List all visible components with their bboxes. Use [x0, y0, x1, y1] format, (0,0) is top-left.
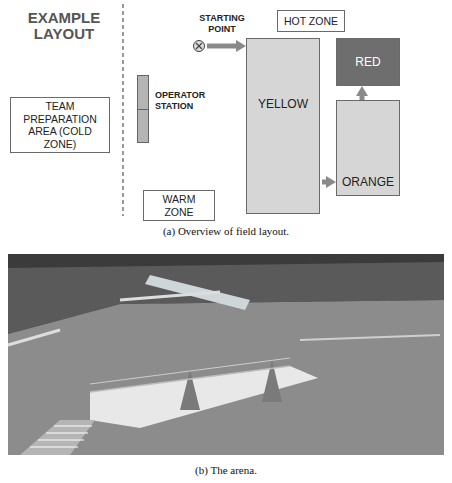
photo-line: [8, 330, 60, 345]
caption-holder: (a) Overview of field layout.: [0, 225, 452, 237]
label-holder: OPERATOR STATION: [155, 90, 219, 112]
cross-symbol: [193, 40, 205, 52]
flow-arrow: [207, 44, 236, 49]
start-marker: STARTING POINT: [193, 40, 205, 52]
photo-line: [300, 335, 440, 340]
photo-line: [90, 358, 290, 384]
cross-line: [196, 43, 202, 49]
photo-shape: [8, 300, 444, 455]
photo-line: [46, 433, 88, 434]
photo-shape: [180, 370, 200, 410]
zone-label: YELLOW: [258, 97, 308, 111]
photo-line: [38, 440, 84, 441]
photo-shape: [262, 360, 282, 402]
zone-label: WARM ZONE: [148, 193, 210, 218]
zone-box: RED: [336, 38, 400, 86]
zone-box: HOT ZONE: [277, 10, 345, 32]
zone-label: ORANGE: [342, 175, 394, 189]
photo-shape: [8, 254, 444, 455]
start-label: STARTING POINT: [192, 13, 252, 35]
zone-label: RED: [355, 55, 380, 69]
photo-line: [120, 292, 220, 300]
zone-box: WARM ZONE: [143, 190, 215, 221]
diagram-title: EXAMPLE LAYOUT: [10, 10, 118, 42]
title-text: EXAMPLE LAYOUT: [10, 10, 118, 42]
flow-arrow: [322, 180, 326, 185]
zone-box: TEAM PREPARATION AREA (COLD ZONE): [10, 97, 110, 153]
photo-shape: [90, 366, 318, 428]
zone-box: ORANGE: [336, 100, 400, 196]
station-divider: [138, 109, 148, 110]
photo-line: [54, 426, 92, 427]
caption: (a) Overview of field layout.: [0, 225, 452, 237]
caption-holder: (b) The arena.: [0, 464, 452, 476]
station-label: OPERATOR STATION: [155, 90, 219, 112]
zone-box: YELLOW: [246, 38, 320, 214]
station-bar: OPERATOR STATION: [137, 75, 149, 143]
photo-line: [30, 447, 78, 448]
caption: (b) The arena.: [0, 464, 452, 476]
zone-divider: [122, 4, 123, 216]
zone-label: HOT ZONE: [284, 15, 338, 28]
zone-label: TEAM PREPARATION AREA (COLD ZONE): [15, 100, 105, 150]
photo-line: [90, 366, 290, 392]
label-holder: STARTING POINT: [192, 13, 252, 35]
photo-shape: [20, 420, 95, 455]
